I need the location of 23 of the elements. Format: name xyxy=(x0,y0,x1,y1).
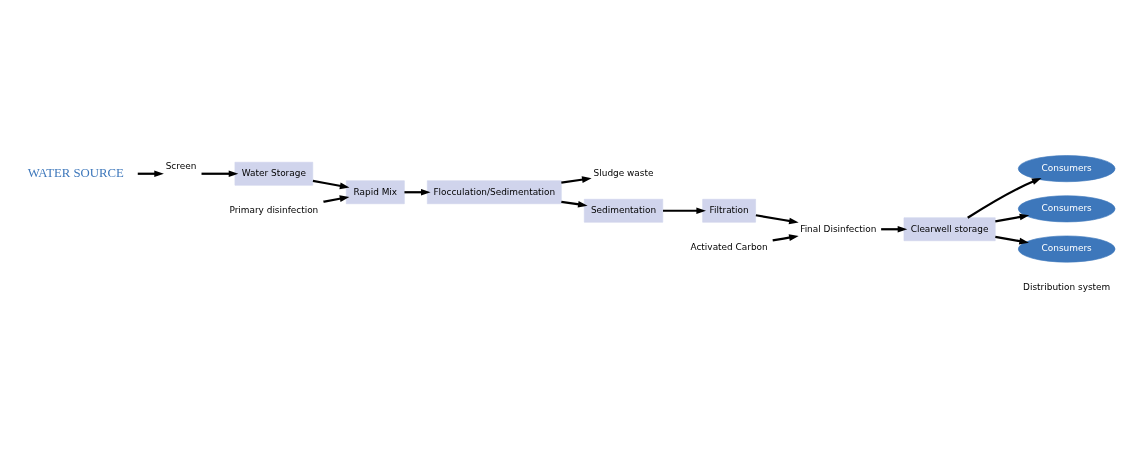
node-box: Sedimentation xyxy=(583,198,664,223)
node-box: Flocculation/Sedimentation xyxy=(427,180,562,205)
arrow xyxy=(323,195,350,203)
label: Distribution system xyxy=(1023,282,1111,293)
node-text: Screen xyxy=(165,161,197,172)
arrow xyxy=(755,214,799,225)
node-box: Water Storage xyxy=(234,161,314,186)
arrow xyxy=(967,177,1042,219)
arrow xyxy=(312,179,350,190)
node-text: Primary disinfection xyxy=(229,205,319,216)
node-box: Clearwell storage xyxy=(903,217,996,242)
arrow xyxy=(561,176,592,184)
arrow xyxy=(995,213,1030,223)
arrow xyxy=(995,235,1029,245)
node-text: Activated Carbon xyxy=(690,242,768,253)
arrow xyxy=(201,170,239,178)
node-text: Sludge waste xyxy=(593,168,654,179)
arrow xyxy=(561,200,588,208)
node-text: Final Disinfection xyxy=(800,223,877,234)
arrow xyxy=(663,207,706,215)
node-box: Filtration xyxy=(702,198,756,223)
node-text: WATER SOURCE xyxy=(27,165,124,180)
node-box: Rapid Mix xyxy=(345,180,405,205)
